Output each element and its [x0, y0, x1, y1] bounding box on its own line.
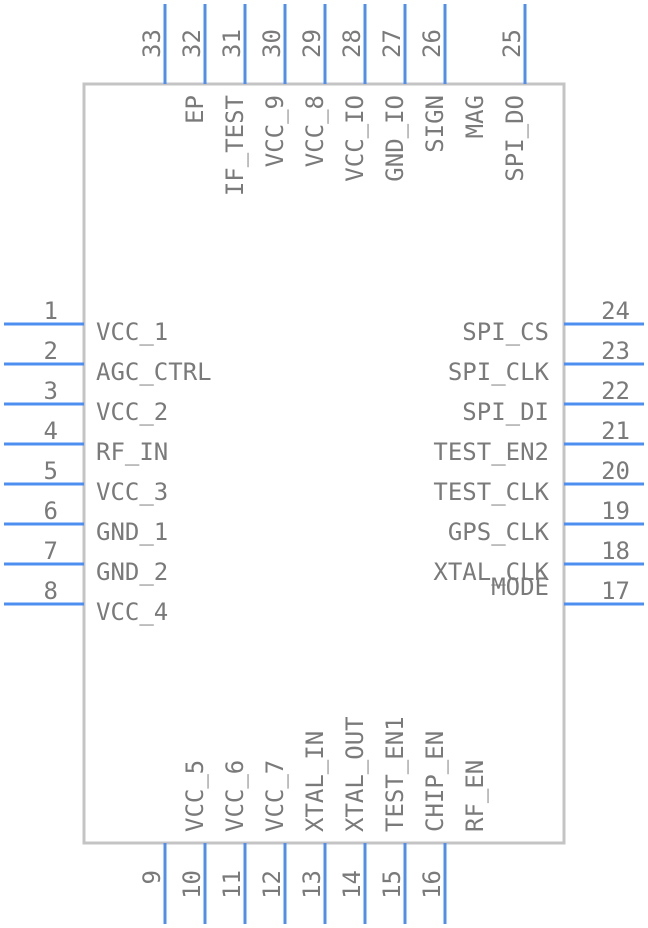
pin-label-ep: EP: [181, 95, 209, 124]
pin-30-number: 30: [258, 29, 286, 58]
pin-31-number: 31: [218, 29, 246, 58]
pin-22-number: 22: [601, 377, 630, 405]
pin-label-spi-cs: SPI_CS: [462, 318, 549, 346]
pin-label-test-en2: TEST_EN2: [433, 438, 549, 466]
pin-label-vcc-2: VCC_2: [96, 398, 168, 426]
pin-10-number: 10: [178, 870, 206, 899]
pin-8-number: 8: [44, 577, 58, 605]
pin-label-rf-in: RF_IN: [96, 438, 168, 466]
pin-11-number: 11: [218, 870, 246, 899]
pin-17-number: 17: [601, 577, 630, 605]
pin-label-vcc-5: VCC_5: [181, 760, 209, 832]
pin-12-number: 12: [258, 870, 286, 899]
pin-26-number: 26: [418, 29, 446, 58]
pin-label-chip-en: CHIP_EN: [421, 731, 449, 832]
pin-19-number: 19: [601, 497, 630, 525]
pin-label-spi-do: SPI_DO: [501, 95, 529, 182]
pin-2-number: 2: [44, 337, 58, 365]
pin-label-mode: MODE: [491, 573, 549, 601]
pin-24-number: 24: [601, 297, 630, 325]
pin-27-number: 27: [378, 29, 406, 58]
pin-20-number: 20: [601, 457, 630, 485]
pin-label-vcc-1: VCC_1: [96, 318, 168, 346]
pin-33-number: 33: [138, 29, 166, 58]
pin-label-vcc-8: VCC_8: [301, 95, 329, 167]
pin-25-number: 25: [498, 29, 526, 58]
pin-4-number: 4: [44, 417, 58, 445]
pin-label-gnd-1: GND_1: [96, 518, 168, 546]
pin-label-mag: MAG: [461, 95, 489, 138]
pin-label-xtal-out: XTAL_OUT: [341, 716, 369, 832]
pin-28-number: 28: [338, 29, 366, 58]
pin-14-number: 14: [338, 870, 366, 899]
pin-9-number: 9: [138, 870, 166, 884]
pin-15-number: 15: [378, 870, 406, 899]
pin-label-if-test: IF_TEST: [221, 95, 249, 196]
pin-label-spi-clk: SPI_CLK: [448, 358, 550, 386]
pin-label-vcc-7: VCC_7: [261, 760, 289, 832]
pin-label-xtal-in: XTAL_IN: [301, 731, 329, 832]
pin-5-number: 5: [44, 457, 58, 485]
pin-label-gnd-2: GND_2: [96, 558, 168, 586]
pin-7-number: 7: [44, 537, 58, 565]
pin-label-gps-clk: GPS_CLK: [448, 518, 550, 546]
pin-label-vcc-io: VCC_IO: [341, 95, 369, 182]
pin-29-number: 29: [298, 29, 326, 58]
pin-1-number: 1: [44, 297, 58, 325]
pin-label-xtal-clk: XTAL_CLK: [433, 558, 549, 586]
pin-label-test-en1: TEST_EN1: [381, 716, 409, 832]
pin-label-vcc-3: VCC_3: [96, 478, 168, 506]
pin-label-vcc-6: VCC_6: [221, 760, 249, 832]
pin-3-number: 3: [44, 377, 58, 405]
pin-18-number: 18: [601, 537, 630, 565]
pin-23-number: 23: [601, 337, 630, 365]
pin-6-number: 6: [44, 497, 58, 525]
pin-label-gnd-io: GND_IO: [381, 95, 409, 182]
pin-21-number: 21: [601, 417, 630, 445]
pin-label-spi-di: SPI_DI: [462, 398, 549, 426]
pin-label-vcc-9: VCC_9: [261, 95, 289, 167]
pin-13-number: 13: [298, 870, 326, 899]
pin-32-number: 32: [178, 29, 206, 58]
pin-16-number: 16: [418, 870, 446, 899]
pin-label-test-clk: TEST_CLK: [433, 478, 549, 506]
bottom-pin-group: 9 10 VCC_5 11 VCC_6 12 VCC_7 13 XTAL_IN 14 XTAL_OU…: [138, 716, 489, 924]
pin-label-vcc-4: VCC_4: [96, 598, 168, 626]
pin-label-rf-en: RF_EN: [461, 760, 489, 832]
pin-label-sign: SIGN: [421, 95, 449, 153]
pin-label-agc-ctrl: AGC_CTRL: [96, 358, 212, 386]
ic-body: [82, 82, 566, 845]
